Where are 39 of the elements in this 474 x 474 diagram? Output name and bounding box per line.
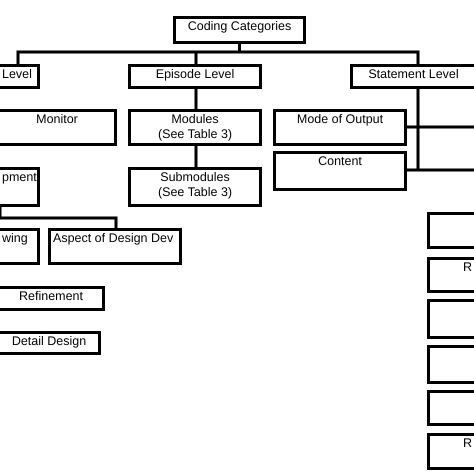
- box-label: Submodules (See Table 3): [157, 170, 233, 200]
- category-box: [48, 228, 182, 265]
- box-label: Aspect of Design Dev: [53, 231, 174, 246]
- box-label: Refinement: [19, 289, 83, 304]
- category-box: [273, 151, 407, 191]
- category-box: [427, 345, 474, 384]
- category-box: [0, 167, 40, 207]
- box-label: R: [462, 436, 472, 451]
- category-box: [427, 212, 474, 249]
- category-box: [128, 109, 262, 146]
- box-label: Mode of Output: [296, 112, 384, 127]
- box-label: Modules (See Table 3): [157, 112, 233, 142]
- box-label: Content: [318, 154, 362, 169]
- box-label: Statement Level: [368, 67, 459, 82]
- box-label: Detail Design: [12, 334, 86, 349]
- connector-line: [0, 207, 118, 228]
- connector-line: [194, 89, 198, 109]
- category-box: [427, 257, 474, 293]
- category-box: [0, 286, 105, 311]
- box-label: Level: [2, 67, 32, 82]
- category-box: [128, 64, 262, 89]
- category-box: [273, 109, 407, 146]
- category-box: [128, 167, 262, 207]
- category-box: [427, 299, 474, 339]
- box-label: wing: [2, 231, 28, 246]
- category-box: [350, 64, 474, 89]
- box-label: pment: [2, 170, 37, 185]
- category-box: [0, 228, 40, 265]
- category-box: [0, 331, 101, 355]
- category-box: [427, 433, 474, 470]
- box-label: Coding Categories: [188, 19, 292, 34]
- category-box: [173, 16, 306, 44]
- category-box: [0, 64, 40, 89]
- box-label: Monitor: [36, 112, 78, 127]
- connector-line: [194, 146, 198, 167]
- category-box: [427, 390, 474, 426]
- box-label: R: [462, 260, 472, 275]
- category-box: [0, 109, 117, 146]
- box-label: Episode Level: [156, 67, 234, 82]
